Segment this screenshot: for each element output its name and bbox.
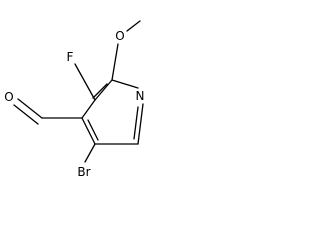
bonds: [13, 20, 144, 163]
bond-cho-o-2: [13, 104, 39, 125]
bond-c2-c3: [94, 79, 113, 101]
aldehyde-oxygen-label: O: [4, 90, 13, 104]
structure-canvas: F O N O Br: [4, 20, 144, 179]
bond-c4-c5: [81, 117, 96, 145]
bond-cho-o-1: [17, 98, 43, 119]
bond-c2-o: [111, 43, 119, 81]
bond-c3-c4: [81, 99, 96, 119]
atom-labels: F O N O Br: [4, 29, 144, 179]
bond-c5-br: [84, 143, 96, 163]
bond-c6-n-inner: [133, 106, 139, 140]
methoxy-oxygen-label: O: [115, 29, 124, 43]
fluorine-label: F: [67, 50, 74, 64]
bond-c4-c5-inner: [87, 119, 99, 141]
bond-c2-c3-inner: [92, 83, 108, 99]
ring-nitrogen-label: N: [136, 89, 145, 103]
bond-n-c2: [111, 79, 139, 89]
bromine-label: Br: [77, 165, 90, 179]
bond-c3-f: [74, 63, 96, 101]
bond-o-methyl: [126, 20, 141, 32]
bond-c6-n: [137, 103, 144, 145]
